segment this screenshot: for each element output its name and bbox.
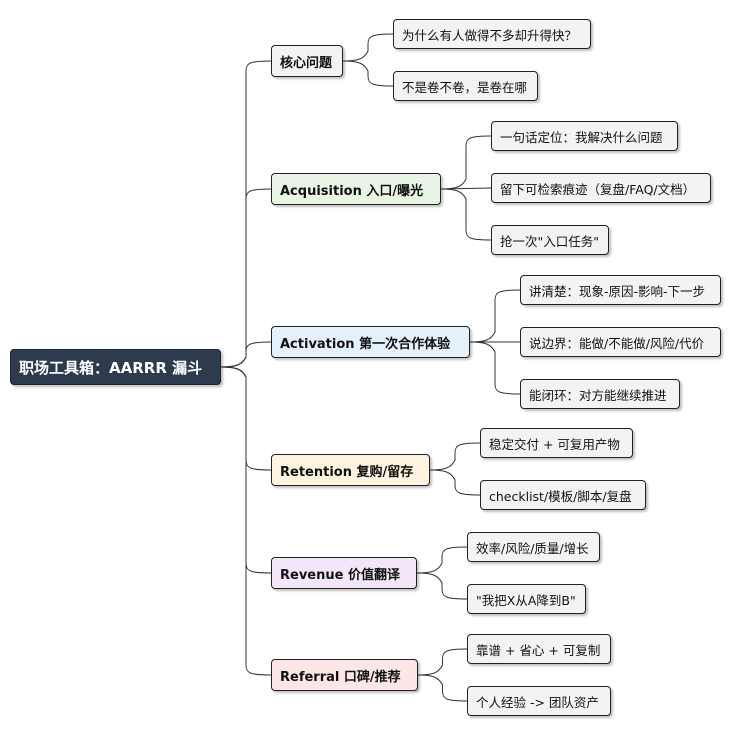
leaf-node: 个人经验 -> 团队资产	[467, 686, 611, 716]
root-branch-connector	[220, 366, 272, 676]
leaf-node: 能闭环：对方能继续推进	[520, 379, 680, 409]
leaf-node: 不是卷不卷，是卷在哪	[393, 71, 538, 101]
branch-leaf-connector	[342, 60, 394, 87]
branch-node: Retention 复购/留存	[271, 454, 430, 486]
branch-leaf-connector	[416, 546, 468, 574]
branch-node: Acquisition 入口/曝光	[271, 173, 441, 205]
branch-leaf-connector	[429, 469, 481, 496]
branch-leaf-connector	[440, 188, 492, 241]
branch-leaf-connector	[429, 442, 481, 471]
leaf-node: "我把X从A降到B"	[467, 584, 586, 614]
branch-leaf-connector	[417, 648, 468, 676]
leaf-node: 讲清楚：现象-原因-影响-下一步	[520, 275, 721, 305]
leaf-node: 一句话定位：我解决什么问题	[491, 121, 678, 151]
branch-leaf-connector	[417, 674, 468, 702]
branch-leaf-connector	[440, 135, 492, 190]
leaf-node: 说边界：能做/不能做/风险/代价	[520, 327, 721, 357]
leaf-node: 留下可检索痕迹（复盘/FAQ/文档）	[491, 173, 711, 203]
root-branch-connector	[220, 341, 272, 368]
leaf-node: 靠谱 + 省心 + 可复制	[467, 634, 611, 664]
branch-leaf-connector	[440, 187, 492, 190]
root-branch-connector	[220, 188, 272, 368]
branch-leaf-connector	[342, 33, 394, 62]
branch-node: Revenue 价值翻译	[271, 557, 417, 589]
leaf-node: 为什么有人做得不多却升得快？	[393, 19, 591, 49]
leaf-node: 稳定交付 + 可复用产物	[480, 428, 633, 458]
leaf-node: checklist/模板/脚本/复盘	[480, 480, 646, 510]
branch-leaf-connector	[416, 572, 468, 600]
branch-node: Activation 第一次合作体验	[271, 326, 470, 358]
leaf-node: 效率/风险/质量/增长	[467, 532, 600, 562]
branch-leaf-connector	[469, 289, 521, 343]
branch-leaf-connector	[469, 341, 521, 395]
branch-node: Referral 口碑/推荐	[271, 659, 418, 691]
branch-node: 核心问题	[271, 45, 343, 77]
root-node: 职场工具箱：AARRR 漏斗	[10, 349, 221, 385]
leaf-node: 抢一次"入口任务"	[491, 225, 609, 255]
